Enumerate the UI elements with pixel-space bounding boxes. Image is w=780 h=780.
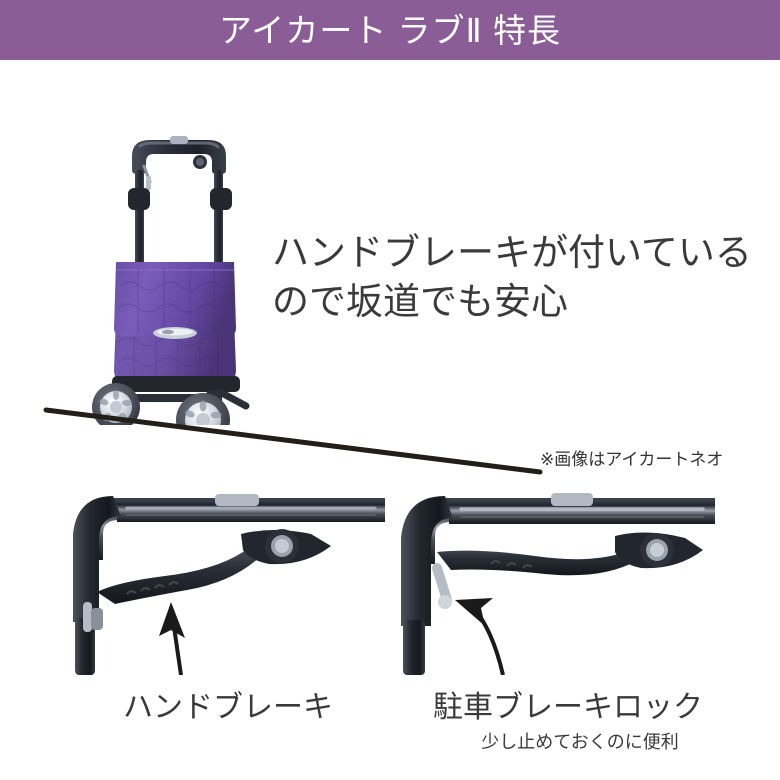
hand-brake-lever-icon	[97, 542, 261, 604]
release-button-icon	[215, 494, 259, 506]
slope-ground-line	[40, 390, 550, 475]
detail-caption-parking-brake-lock: 駐車ブレーキロック	[433, 691, 703, 724]
hand-brake-lever-photo	[55, 490, 385, 675]
cart-pole	[75, 618, 95, 675]
detail-photos-row: ハンドブレーキ	[0, 490, 780, 780]
bag-clasp-emblem	[153, 327, 197, 339]
cart-wheels	[92, 383, 230, 425]
page-title: アイカート ラブⅡ 特長	[219, 11, 561, 49]
detail-caption-hand-brake: ハンドブレーキ	[123, 691, 333, 724]
shopping-cart-product-image	[60, 70, 290, 425]
detail-subcaption-parking-brake-lock: 少し止めておくのに便利	[481, 732, 679, 752]
hero-headline-line-2: ので坂道でも安心	[272, 281, 568, 323]
hero-headline: ハンドブレーキが付いている ので坂道でも安心	[272, 228, 772, 326]
cart-illustration	[92, 136, 250, 425]
parking-brake-lever-icon	[437, 544, 641, 576]
image-disclaimer-note: ※画像はアイカートネオ	[540, 450, 724, 469]
latch-icon	[83, 602, 92, 632]
frame-clamp-left	[128, 188, 150, 210]
frame-clamp-right	[210, 188, 232, 210]
release-button-icon	[551, 493, 593, 506]
handle-button-icon	[170, 136, 188, 144]
cart-bag	[114, 262, 236, 382]
detail-item-hand-brake: ハンドブレーキ	[55, 490, 385, 780]
page-header-bar: アイカート ラブⅡ 特長	[0, 0, 780, 60]
parking-brake-lock-photo	[385, 490, 715, 675]
cart-pole	[403, 620, 425, 675]
hero-headline-line-1: ハンドブレーキが付いている	[272, 232, 752, 273]
detail-item-parking-brake-lock: 駐車ブレーキロック 少し止めておくのに便利	[385, 490, 715, 780]
curved-up-arrow-icon	[455, 598, 505, 675]
straight-up-arrow-icon	[159, 602, 185, 675]
lock-pin-icon	[432, 563, 452, 609]
cart-handle	[132, 136, 226, 174]
hero-section: ハンドブレーキが付いている ので坂道でも安心 ※画像はアイカートネオ	[0, 60, 780, 480]
